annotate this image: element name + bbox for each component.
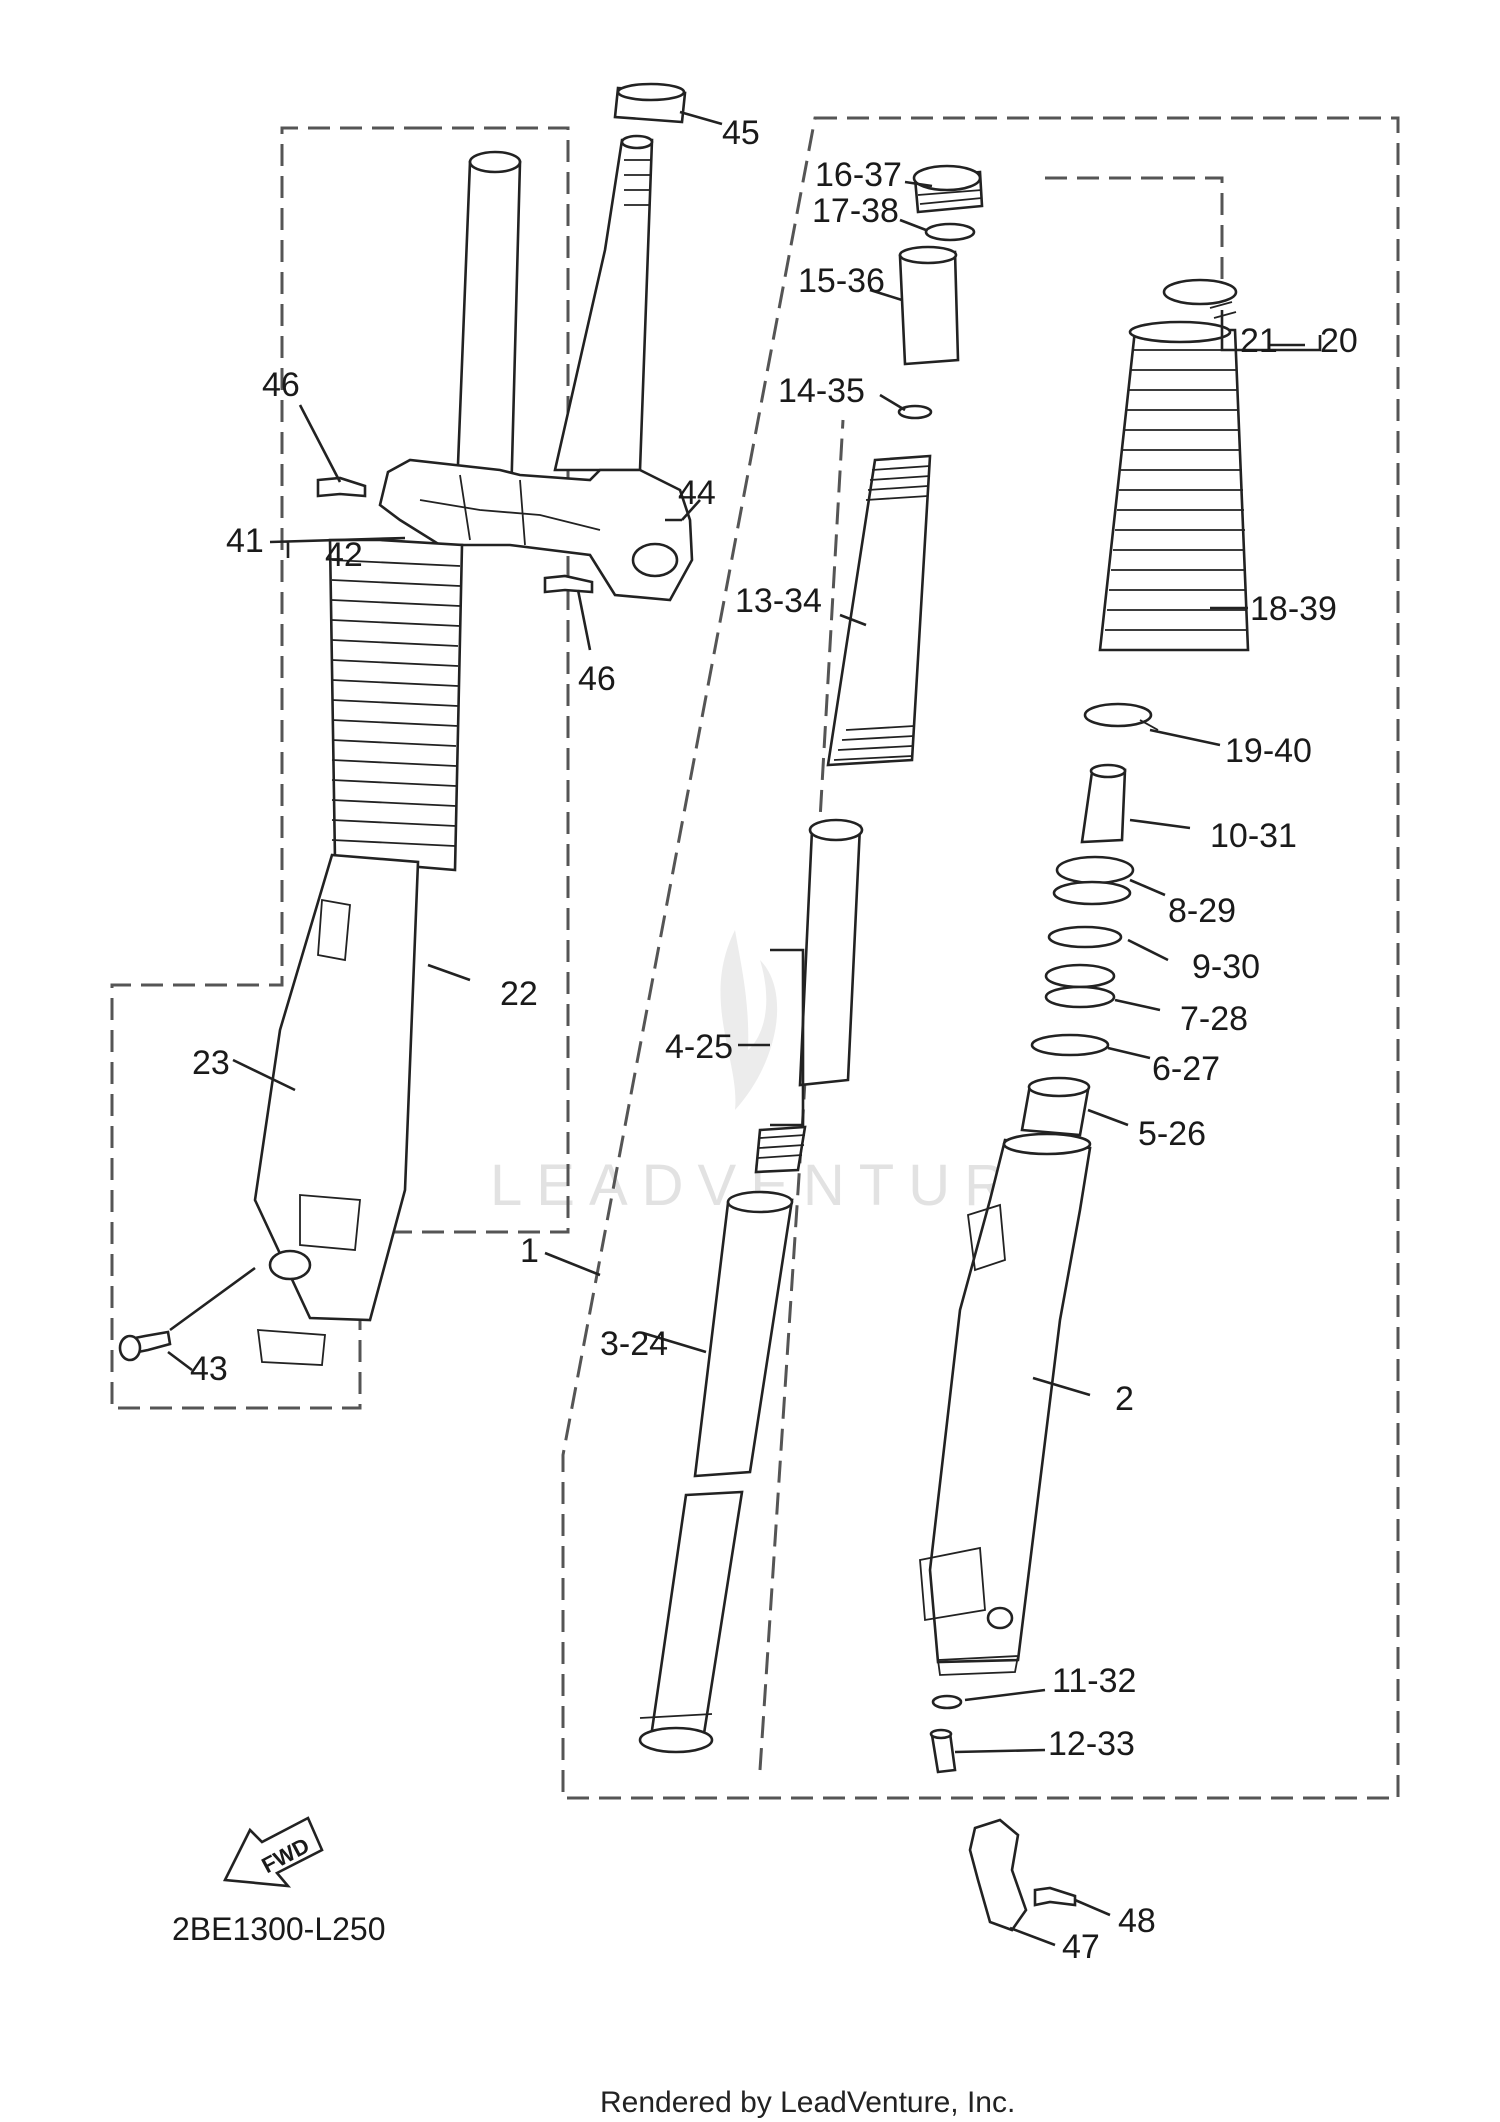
callout-20: 20 bbox=[1320, 322, 1358, 360]
left-assembly-boundary bbox=[110, 126, 570, 1410]
callout-48: 48 bbox=[1118, 1902, 1156, 1940]
callout-23: 23 bbox=[192, 1044, 230, 1082]
footer-credit: Rendered by LeadVenture, Inc. bbox=[600, 2086, 1015, 2119]
callout-1: 1 bbox=[520, 1232, 539, 1270]
callout-13-34: 13-34 bbox=[735, 582, 822, 620]
callout-46-top: 46 bbox=[262, 366, 300, 404]
callout-14-35: 14-35 bbox=[778, 372, 865, 410]
watermark: LEADVENTURE bbox=[490, 930, 1059, 1218]
callout-8-29: 8-29 bbox=[1168, 892, 1236, 930]
fwd-arrow-icon: FWD bbox=[222, 1816, 324, 1888]
callout-10-31: 10-31 bbox=[1210, 817, 1297, 855]
callout-12-33: 12-33 bbox=[1048, 1725, 1135, 1763]
callout-47: 47 bbox=[1062, 1928, 1100, 1966]
callout-7-28: 7-28 bbox=[1180, 1000, 1248, 1038]
outer-parts bbox=[919, 278, 1250, 1932]
diagram-code: 2BE1300-L250 bbox=[172, 1911, 386, 1947]
callout-6-27: 6-27 bbox=[1152, 1050, 1220, 1088]
callout-42: 42 bbox=[325, 536, 363, 574]
callout-4-25: 4-25 bbox=[665, 1028, 733, 1066]
inner-parts bbox=[638, 164, 984, 1754]
callout-43: 43 bbox=[190, 1350, 228, 1388]
callout-45: 45 bbox=[722, 114, 760, 152]
callout-2: 2 bbox=[1115, 1380, 1134, 1418]
callout-44: 44 bbox=[678, 474, 716, 512]
callout-19-40: 19-40 bbox=[1225, 732, 1312, 770]
callout-5-26: 5-26 bbox=[1138, 1115, 1206, 1153]
callout-11-32: 11-32 bbox=[1052, 1662, 1136, 1700]
leader-lines bbox=[167, 110, 1322, 1947]
damper-boundary bbox=[758, 419, 845, 1771]
left-fork-assembly bbox=[118, 82, 694, 1366]
callout-15-36: 15-36 bbox=[798, 262, 885, 300]
callout-9-30: 9-30 bbox=[1192, 948, 1260, 986]
callout-labels: 45 16-37 17-38 15-36 14-35 21 20 46 44 4… bbox=[190, 114, 1358, 1966]
outer-tube-boundary bbox=[1045, 176, 1224, 290]
callout-17-38: 17-38 bbox=[812, 192, 899, 230]
inner-leg-boundary bbox=[561, 116, 1400, 1800]
callout-22: 22 bbox=[500, 975, 538, 1013]
callout-41: 41 bbox=[226, 522, 264, 560]
callout-46-bottom: 46 bbox=[578, 660, 616, 698]
callout-16-37: 16-37 bbox=[815, 156, 902, 194]
callout-18-39: 18-39 bbox=[1250, 590, 1337, 628]
callout-3-24: 3-24 bbox=[600, 1325, 668, 1363]
callout-21: 21 bbox=[1240, 322, 1278, 360]
